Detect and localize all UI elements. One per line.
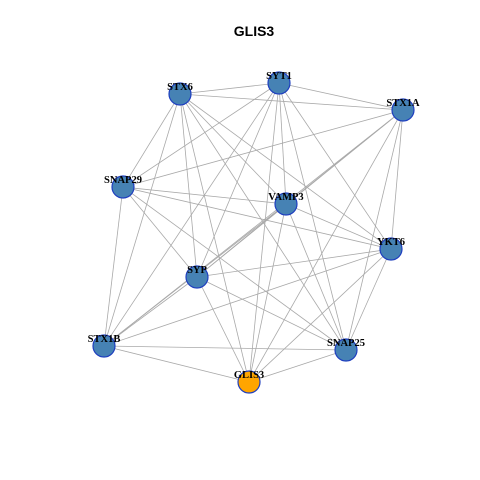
node-circle-glis3 — [237, 370, 261, 394]
node-stx6: STX6 — [167, 82, 193, 106]
edge-stx1b-glis3 — [103, 345, 250, 383]
edge-syt1-glis3 — [248, 82, 280, 383]
edge-ykt6-stx1b — [103, 248, 392, 347]
edge-syt1-snap25 — [278, 82, 347, 351]
node-label-snap29: SNAP29 — [104, 175, 142, 186]
edge-stx6-syt1 — [179, 82, 280, 95]
edge-syp-glis3 — [196, 276, 250, 383]
node-label-vamp3: VAMP3 — [268, 192, 303, 203]
edge-stx1a-ykt6 — [390, 109, 404, 250]
edge-syt1-stx1b — [103, 82, 280, 347]
node-stx1a: STX1A — [386, 98, 420, 122]
node-label-syp: SYP — [187, 265, 207, 276]
edge-vamp3-glis3 — [248, 203, 287, 383]
edge-stx1a-snap25 — [345, 109, 404, 351]
node-vamp3: VAMP3 — [268, 192, 304, 216]
node-circle-syt1 — [267, 71, 291, 95]
edge-ykt6-syp — [196, 248, 392, 278]
edge-stx1a-snap29 — [122, 109, 404, 188]
node-snap29: SNAP29 — [104, 175, 142, 199]
node-syp: SYP — [185, 265, 209, 289]
edge-vamp3-syp — [196, 203, 287, 278]
node-syt1: SYT1 — [266, 71, 292, 95]
edge-stx6-vamp3 — [179, 93, 287, 205]
node-label-ykt6: YKT6 — [377, 237, 405, 248]
edge-snap29-syp — [122, 186, 198, 278]
edge-vamp3-ykt6 — [285, 203, 392, 250]
edge-syp-snap25 — [196, 276, 347, 351]
node-circle-snap25 — [334, 338, 358, 362]
edge-snap29-snap25 — [122, 186, 347, 351]
node-label-syt1: SYT1 — [266, 71, 292, 82]
node-circle-stx1b — [92, 334, 116, 358]
edge-snap25-glis3 — [248, 349, 347, 383]
edge-snap29-vamp3 — [122, 186, 287, 205]
node-label-glis3: GLIS3 — [234, 370, 264, 381]
edge-stx6-stx1b — [103, 93, 181, 347]
edge-stx1b-snap25 — [103, 345, 347, 351]
node-stx1b: STX1B — [88, 334, 121, 358]
node-circle-ykt6 — [379, 237, 403, 261]
edge-syt1-snap29 — [122, 82, 280, 188]
edge-ykt6-glis3 — [248, 248, 392, 383]
edge-syt1-syp — [196, 82, 280, 278]
edge-ykt6-snap25 — [345, 248, 392, 351]
node-circle-syp — [185, 265, 209, 289]
edge-snap29-ykt6 — [122, 186, 392, 250]
edge-syt1-ykt6 — [278, 82, 392, 250]
edge-syt1-stx1a — [278, 82, 404, 111]
edge-vamp3-snap25 — [285, 203, 347, 351]
node-glis3: GLIS3 — [234, 370, 264, 394]
node-label-stx1b: STX1B — [88, 334, 121, 345]
node-circle-snap29 — [111, 175, 135, 199]
node-snap25: SNAP25 — [327, 338, 365, 362]
node-circle-stx1a — [391, 98, 415, 122]
node-label-stx6: STX6 — [167, 82, 193, 93]
node-circle-stx6 — [168, 82, 192, 106]
edge-stx6-syp — [179, 93, 198, 278]
edge-stx6-glis3 — [179, 93, 250, 383]
node-circle-vamp3 — [274, 192, 298, 216]
edge-stx6-ykt6 — [179, 93, 392, 250]
edge-syp-stx1b — [103, 276, 198, 347]
edge-snap29-stx1b — [103, 186, 124, 347]
graph-title: GLIS3 — [234, 23, 275, 39]
node-label-stx1a: STX1A — [386, 98, 420, 109]
edge-stx1a-glis3 — [248, 109, 404, 383]
node-label-snap25: SNAP25 — [327, 338, 365, 349]
node-ykt6: YKT6 — [377, 237, 405, 261]
edge-layer — [103, 82, 404, 383]
edge-stx6-snap29 — [122, 93, 181, 188]
